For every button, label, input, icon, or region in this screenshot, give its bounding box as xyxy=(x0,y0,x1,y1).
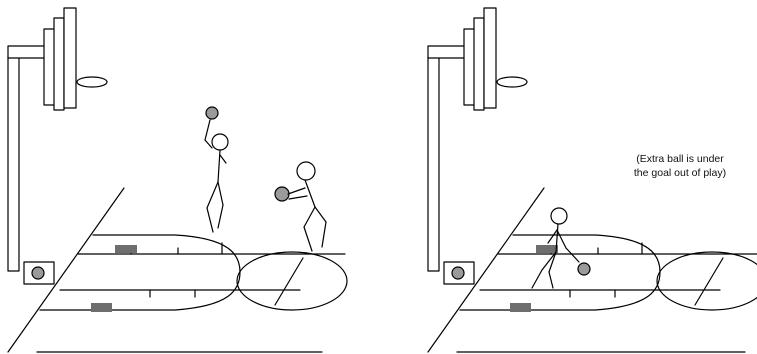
right-ball-box xyxy=(443,261,475,285)
extra-ball-note-line-2: the goal out of play) xyxy=(633,167,727,179)
extra-ball-note: (Extra ball is under the goal out of pla… xyxy=(600,152,757,180)
right-goal-post xyxy=(427,7,528,272)
left-jumping-player xyxy=(204,106,229,233)
left-catching-player xyxy=(274,161,327,252)
right-panel xyxy=(427,7,757,353)
right-dribbling-player xyxy=(531,207,591,289)
left-court xyxy=(7,187,348,353)
left-goal-post xyxy=(7,7,108,272)
extra-ball-note-line-1: (Extra ball is under xyxy=(636,153,724,165)
left-panel xyxy=(7,7,348,353)
left-ball-box xyxy=(23,261,55,285)
right-court xyxy=(427,187,757,353)
